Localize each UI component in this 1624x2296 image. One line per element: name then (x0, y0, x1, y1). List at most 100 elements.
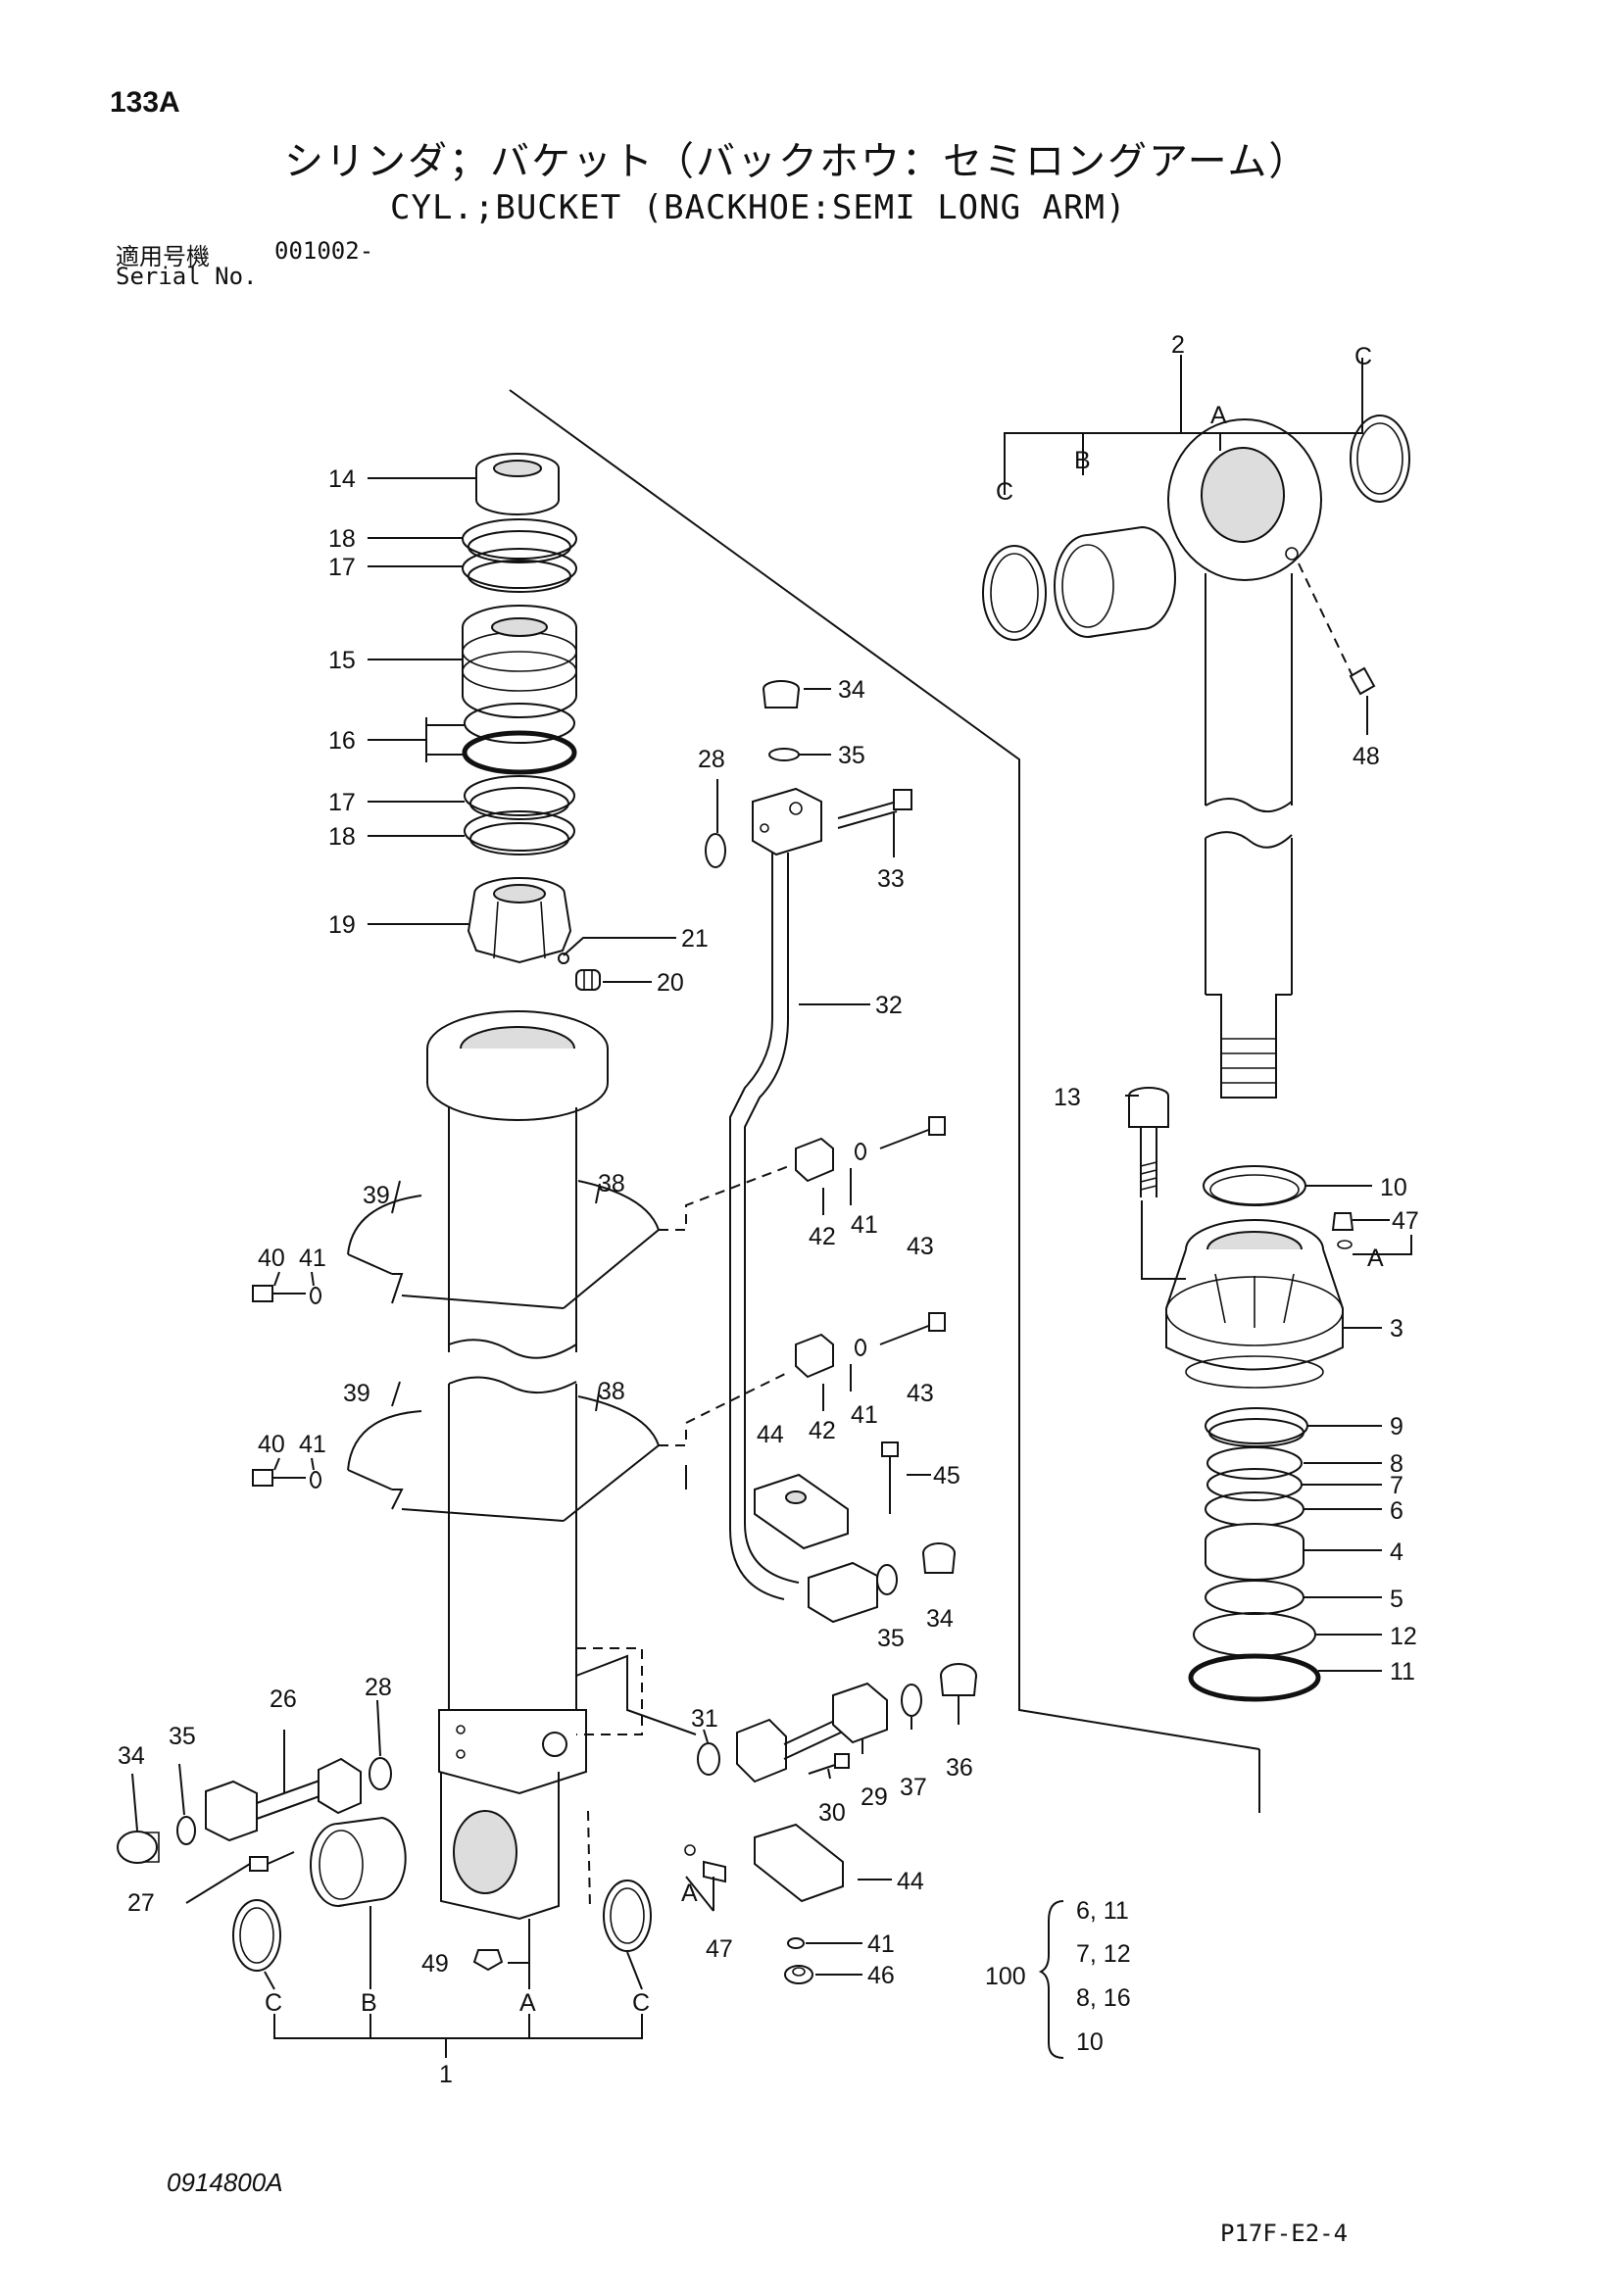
callout-42-top: 42 (809, 1223, 836, 1250)
serial-number: 001002- (274, 237, 374, 265)
washer-41-lower (787, 1937, 805, 1949)
callout-43-top: 43 (907, 1233, 934, 1260)
callout-a-head: A (1367, 1245, 1384, 1272)
o-ring-28-left (369, 1757, 392, 1790)
callout-1: 1 (439, 2061, 453, 2088)
o-ring-35-mid (876, 1564, 898, 1595)
callout-a-rod: A (1210, 402, 1227, 429)
kit-line-2: 7, 12 (1076, 1940, 1131, 1968)
bushing-b-left (310, 1816, 407, 1907)
callout-18a: 18 (328, 525, 356, 553)
callout-41-top: 41 (299, 1245, 326, 1272)
callout-34-top: 34 (838, 676, 865, 704)
callout-20: 20 (657, 969, 684, 997)
callout-11: 11 (1390, 1658, 1415, 1685)
rings-11-12 (1188, 1612, 1321, 1702)
callout-40-top: 40 (258, 1245, 285, 1272)
clamp-44-lower (754, 1823, 844, 1903)
cap-34-top (763, 680, 800, 708)
clamp-half-42-lower (795, 1333, 834, 1379)
grease-fitting-48 (1298, 562, 1376, 696)
callout-38-top: 38 (598, 1170, 625, 1197)
callout-30: 30 (818, 1799, 846, 1827)
callout-41-bottom: 41 (299, 1431, 326, 1458)
callout-28-left: 28 (365, 1674, 392, 1701)
seal-rings-17-18-bottom (464, 775, 575, 855)
nut-46 (784, 1965, 813, 1984)
callout-29: 29 (861, 1783, 888, 1811)
o-ring-35-top (768, 748, 800, 761)
callout-35-left: 35 (169, 1723, 196, 1750)
o-ring-28-top (705, 833, 726, 868)
clamp-38-39-lower (347, 1371, 790, 1522)
callout-33: 33 (877, 865, 905, 893)
dust-seal-c-left (232, 1899, 281, 1972)
callout-39-bottom: 39 (343, 1380, 370, 1407)
callout-41-bottom-right: 41 (851, 1401, 878, 1429)
callout-18b: 18 (328, 823, 356, 851)
grease-fitting-47-upper (1331, 1212, 1354, 1249)
callout-labels: 14 18 17 15 16 17 18 19 21 20 32 34 35 2… (118, 331, 1419, 2088)
socket-bolt-13 (1128, 1087, 1169, 1197)
callout-3: 3 (1390, 1315, 1403, 1343)
clamp-half-42-upper (795, 1137, 834, 1183)
clamp-44-upper (754, 1473, 849, 1550)
cap-34-mid (922, 1542, 956, 1574)
o-ring-37 (901, 1684, 922, 1717)
kit-100: 100 6, 11 7, 12 8, 16 10 (985, 1897, 1131, 2056)
clamp-38-39-upper (347, 1165, 790, 1309)
callout-28-top: 28 (698, 746, 725, 773)
drawing-number: 0914800A (167, 2168, 283, 2197)
bolt-43-upper (855, 1116, 946, 1160)
callout-17b: 17 (328, 789, 356, 816)
callout-31: 31 (691, 1705, 718, 1733)
callout-c-rod: C (996, 478, 1013, 506)
callout-a-lower: A (681, 1880, 698, 1907)
cap-36 (940, 1663, 977, 1696)
set-screw-20 (575, 969, 601, 991)
ball-21 (558, 953, 569, 964)
leader-lines (131, 394, 1412, 1990)
explode-guide-line (509, 389, 1260, 1750)
callout-44-bottom: 44 (897, 1868, 924, 1895)
callout-10: 10 (1380, 1174, 1407, 1201)
callout-21: 21 (681, 925, 709, 953)
callout-14: 14 (328, 465, 356, 493)
bolt-33 (837, 789, 912, 829)
callout-35-mid: 35 (877, 1625, 905, 1652)
callout-37: 37 (900, 1774, 927, 1801)
serial-label-jp: 適用号機 (116, 244, 210, 270)
callout-9: 9 (1390, 1413, 1403, 1441)
callout-26: 26 (270, 1685, 297, 1713)
dust-seal-c-rod-right (1350, 415, 1410, 503)
pipe-32 (729, 853, 800, 1600)
callout-48: 48 (1353, 743, 1380, 770)
callout-a-left: A (519, 1989, 536, 2017)
callout-35-top: 35 (838, 742, 865, 769)
grease-nipple-49 (472, 1949, 504, 1972)
bolt-40-lower (252, 1469, 321, 1489)
callout-36: 36 (946, 1754, 973, 1782)
callout-43-bottom: 43 (907, 1380, 934, 1407)
cap-34-left (117, 1831, 160, 1864)
callout-40-bottom: 40 (258, 1431, 285, 1458)
bolt-43-lower (855, 1312, 946, 1356)
callout-8: 8 (1390, 1450, 1403, 1478)
callout-32: 32 (875, 992, 903, 1019)
kit-bracket (1038, 1900, 1064, 2059)
callout-41-lower: 41 (867, 1930, 895, 1958)
callout-44-top: 44 (757, 1421, 784, 1448)
piston-15 (462, 605, 577, 718)
assembly-bracket-2 (1004, 355, 1363, 453)
callout-c-left: C (265, 1989, 282, 2017)
bushing-b-right (1054, 525, 1176, 638)
title-english: CYL.;BUCKET (BACKHOE:SEMI LONG ARM) (390, 188, 1127, 227)
callout-c-right: C (632, 1989, 650, 2017)
page-code: 133A (110, 86, 180, 119)
callout-27: 27 (127, 1889, 155, 1917)
page-reference: P17F-E2-4 (1220, 2220, 1349, 2247)
flange-block-lower (808, 1561, 878, 1624)
seal-16 (462, 703, 577, 775)
callout-6: 6 (1390, 1497, 1403, 1525)
